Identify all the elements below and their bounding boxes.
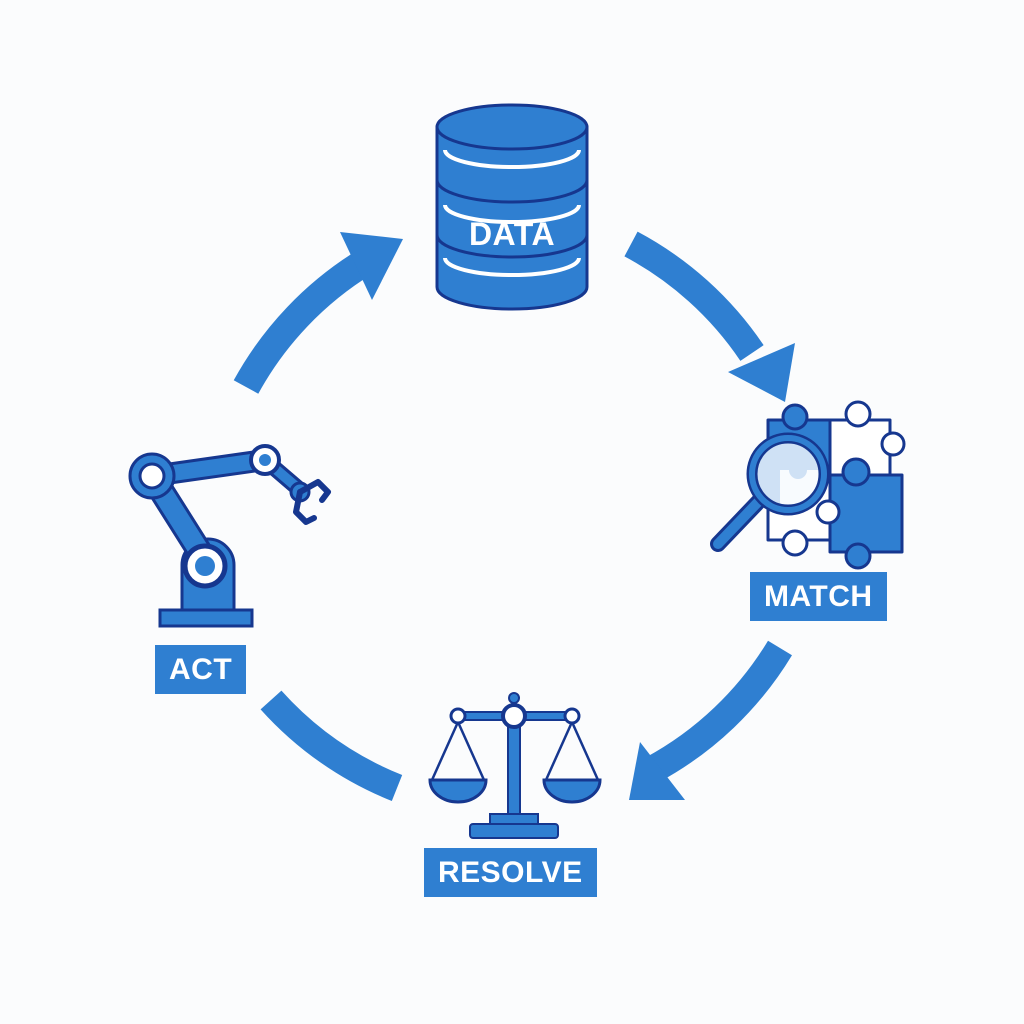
- arrowhead-to-resolve: [629, 742, 685, 800]
- data-label: DATA: [468, 216, 556, 252]
- arrow-data-to-match: [624, 231, 764, 361]
- arrowhead-to-match: [728, 343, 795, 402]
- database-icon: [435, 103, 589, 311]
- arrow-match-to-resolve: [645, 640, 792, 783]
- arrowhead-to-data: [340, 232, 403, 300]
- arrow-resolve-to-act: [260, 690, 403, 802]
- match-label: MATCH: [750, 572, 887, 621]
- scales-icon: [428, 692, 602, 839]
- arrow-act-to-data: [233, 250, 373, 394]
- act-label: ACT: [155, 645, 247, 694]
- robot-arm-icon: [128, 444, 331, 628]
- puzzle-magnifier-icon: [710, 400, 906, 570]
- resolve-label: RESOLVE: [424, 848, 597, 897]
